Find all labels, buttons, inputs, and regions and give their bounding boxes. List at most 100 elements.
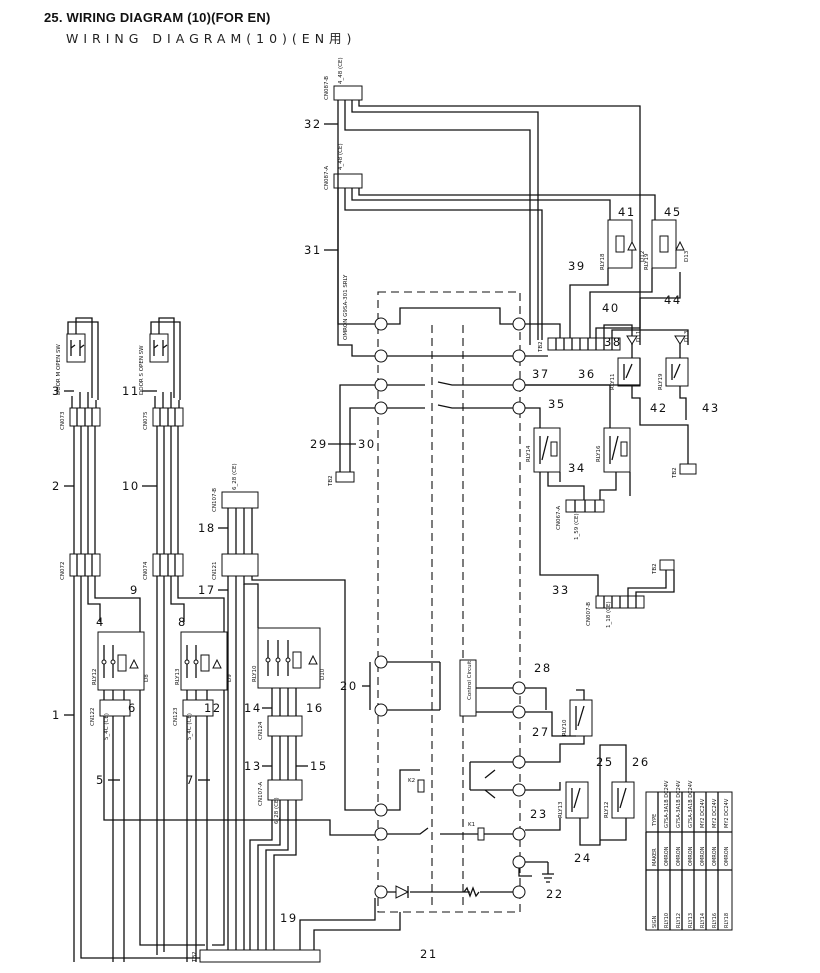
door-m-label: DOOR M OPEN SW: [56, 344, 62, 395]
wire-label-26: 26: [632, 755, 650, 769]
rly13-right-relay: RLY13: [558, 781, 589, 819]
door-m-open-switch: DOOR M OPEN SW: [56, 317, 99, 400]
relay-terminal-a1: [374, 317, 388, 331]
table-cell: G7SA-3A1B DC24V: [688, 780, 694, 828]
d13-label: D13: [684, 250, 690, 262]
cn107a-part-label: 6_28 (CE): [274, 797, 280, 824]
rly11-relay: RLY11: [610, 357, 641, 390]
wire-label-27: 27: [532, 725, 550, 739]
k1-coil: [477, 827, 485, 841]
wire-label-25: 25: [596, 755, 614, 769]
wire-label-1: 1: [52, 708, 61, 722]
relay-terminal-a2: [512, 317, 526, 331]
table-cell: RLY16: [712, 913, 718, 928]
wire-label-6: 6: [128, 701, 137, 715]
cn067a-connector: CN067-A 1_59 (CE): [556, 499, 605, 540]
rly16-relay: RLY16: [596, 427, 631, 473]
wire-label-36: 36: [578, 367, 596, 381]
door-s-label: DOOR S OPEN SW: [139, 345, 145, 395]
wire-label-45: 45: [664, 205, 682, 219]
rly12-right-relay: RLY12: [604, 781, 635, 819]
rly10-relay: RLY10 D10: [252, 627, 326, 689]
cn087a-part-label: 4_48 (CE): [338, 143, 344, 170]
wire-label-28: 28: [534, 661, 552, 675]
wire-label-11: 11: [122, 384, 140, 398]
wire-label-33: 33: [552, 583, 570, 597]
cn067a-label: CN067-A: [556, 506, 562, 530]
rly10-label: RLY10: [252, 665, 258, 682]
table-cell: OMRON: [676, 846, 682, 866]
control-circuit-label: Control Circuit: [467, 660, 473, 700]
d11-label: D11: [636, 331, 642, 342]
k1-label: K1: [468, 822, 475, 828]
wire-label-7: 7: [186, 773, 195, 787]
cn122-label: CN122: [90, 708, 96, 726]
wire-label-19: 19: [280, 911, 298, 925]
table-header-type: TYPE: [652, 814, 658, 827]
cn067a-part-label: 1_59 (CE): [574, 513, 580, 540]
rly18-relay: RLY18 D12: [600, 219, 646, 270]
table-cell: MY2 DC24V: [724, 798, 730, 828]
rly14-relay: RLY14: [526, 427, 561, 473]
table-cell: OMRON: [700, 846, 706, 866]
page-title: 25. WIRING DIAGRAM (10)(FOR EN): [44, 10, 271, 25]
cn124-label: CN124: [258, 721, 264, 740]
cn073-connector: CN073: [60, 407, 101, 430]
cn107b-connector: CN107-B 6_28 (CE): [212, 463, 259, 512]
d13-lower-label: D13: [684, 330, 690, 342]
wire-label-20: 20: [340, 679, 358, 693]
cn007b-label: CN007-B: [586, 602, 592, 626]
relay-terminal-t33: [512, 755, 526, 769]
wire-label-17: 17: [198, 583, 216, 597]
wire-labels: 1 2 3 4 5 6 7 8 9 10 11 12 13 14 15 16 1…: [52, 117, 718, 961]
rly13-right-label: RLY13: [558, 801, 564, 818]
wire-label-10: 10: [122, 479, 140, 493]
tb2-left-terminal: TB2: [328, 471, 355, 487]
cn007b-connector: CN007-B 1_18 (CE): [586, 595, 645, 628]
k2-coil: [417, 779, 425, 793]
d13-diode: [674, 335, 686, 345]
cn007b-part-label: 1_18 (CE): [606, 601, 612, 628]
rly12-label: RLY12: [92, 668, 98, 685]
wire-label-15: 15: [310, 759, 328, 773]
cn124-connector: CN124: [258, 715, 303, 740]
wire-label-35: 35: [548, 397, 566, 411]
table-cell: RLY10: [664, 913, 670, 928]
table-cell: RLY12: [676, 913, 682, 928]
cn107a-connector: CN107-A 6_28 (CE): [258, 779, 303, 824]
page-header: 25. WIRING DIAGRAM (10)(FOR EN) WIRING D…: [44, 10, 356, 47]
cn107b-label: CN107-B: [212, 488, 218, 512]
wire-label-4: 4: [96, 615, 105, 629]
table-cell: RLY13: [688, 913, 694, 928]
wire-label-41: 41: [618, 205, 636, 219]
relay-terminal-s12: [374, 803, 388, 817]
tb2-bottom-terminal: TB2: [192, 949, 321, 963]
table-cell: OMRON: [712, 846, 718, 866]
relay-terminal-t41: [374, 885, 388, 899]
table-cell: OMRON: [688, 846, 694, 866]
wire-label-8: 8: [178, 615, 187, 629]
wire-label-21: 21: [420, 947, 438, 961]
cn123-connector: CN123 5_4C (CE): [173, 699, 214, 740]
table-header-maker: MAKER: [652, 848, 658, 866]
table-cell: MY2 DC24V: [700, 798, 706, 828]
relay-terminal-t13: [374, 401, 388, 415]
wire-label-18: 18: [198, 521, 216, 535]
table-cell: RLY14: [700, 913, 706, 928]
rly12-right-label: RLY12: [604, 801, 610, 818]
wire-label-30: 30: [358, 437, 376, 451]
cn107b-part-label: 6_28 (CE): [232, 463, 238, 490]
table-cell: OMRON: [664, 846, 670, 866]
rly10-right-relay: RLY10: [562, 699, 593, 737]
cn074-connector: CN074: [143, 553, 184, 580]
relay-terminal-t42: [512, 827, 526, 841]
d12-label: D12: [640, 251, 646, 262]
cn123-label: CN123: [173, 707, 179, 726]
rly13-relay: RLY13 D9: [175, 631, 233, 691]
cn087b-connector: CN087-B 4_48 (CE): [324, 57, 363, 101]
table-cell: RLY18: [724, 913, 730, 928]
table-cell: OMRON: [724, 846, 730, 866]
rly16-label: RLY16: [596, 445, 602, 462]
wire-label-14: 14: [244, 701, 262, 715]
